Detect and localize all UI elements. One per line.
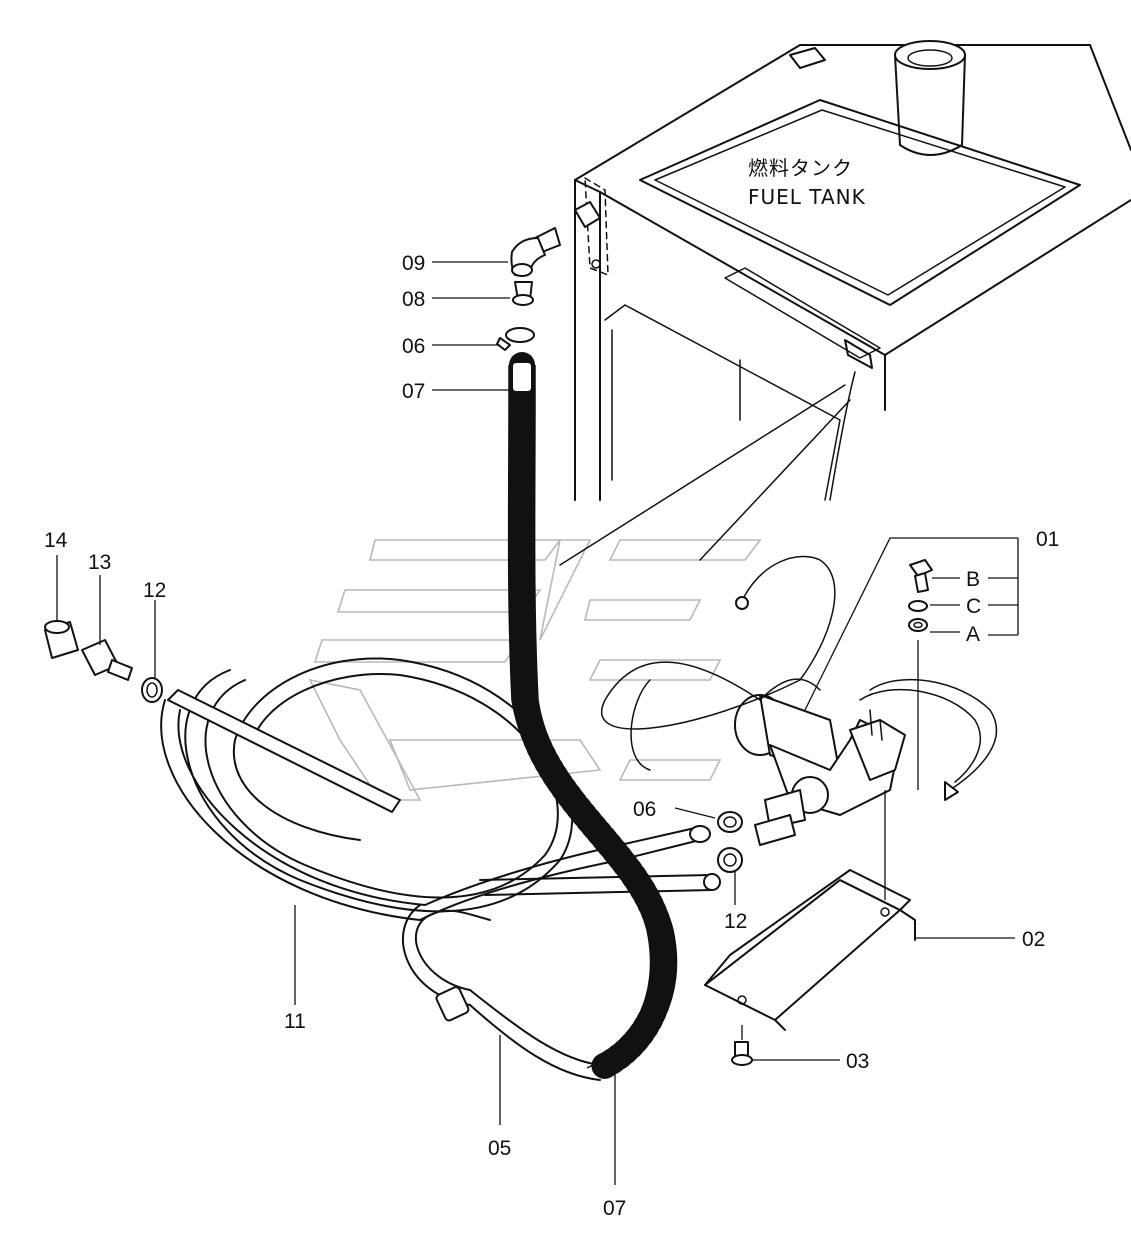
electrical-wires xyxy=(601,555,998,801)
coupler-part xyxy=(81,639,133,681)
bolt xyxy=(909,559,933,593)
fuel-tank: 燃料タンク FUEL TANK xyxy=(574,40,1131,501)
hose-clamp-top xyxy=(496,327,535,351)
callout-01: 01 xyxy=(1036,528,1059,551)
callout-05: 05 xyxy=(488,1137,511,1160)
mounting-bracket xyxy=(704,869,916,1031)
callout-09: 09 xyxy=(402,252,425,275)
tank-label-jp: 燃料タンク xyxy=(748,156,853,180)
callout-07-lower: 07 xyxy=(603,1197,626,1220)
flat-washer xyxy=(908,618,928,632)
tank-label-en: FUEL TANK xyxy=(748,185,866,209)
callout-12-lower: 12 xyxy=(724,910,747,933)
callout-12: 12 xyxy=(143,579,166,602)
callout-07: 07 xyxy=(402,380,425,403)
callout-06-lower: 06 xyxy=(633,798,656,821)
guide-line xyxy=(559,384,846,566)
spring-washer xyxy=(908,600,928,612)
hose-clamp-lower xyxy=(717,811,743,833)
hose-section xyxy=(402,904,601,1081)
guide-line xyxy=(699,399,851,561)
callout-02: 02 xyxy=(1022,928,1045,951)
callout-11: 11 xyxy=(284,1010,306,1033)
fuel-pump xyxy=(734,694,906,846)
clamp-left xyxy=(141,677,163,703)
callout-13: 13 xyxy=(88,551,111,574)
watermark-logo xyxy=(308,539,762,801)
hose-nipple xyxy=(512,281,534,306)
callout-06: 06 xyxy=(402,335,425,358)
corrugated-hose xyxy=(508,352,677,1081)
callout-03: 03 xyxy=(846,1050,869,1073)
elbow-fitting xyxy=(510,201,601,277)
hose-end-top xyxy=(511,361,533,393)
callout-14: 14 xyxy=(44,529,68,552)
clamp-lower xyxy=(717,847,743,873)
callout-C: C xyxy=(966,595,981,618)
callout-B: B xyxy=(966,568,980,591)
cap-part xyxy=(44,620,79,659)
bracket-bolt xyxy=(731,1041,753,1066)
callout-08: 08 xyxy=(402,288,425,311)
callout-labels: 09 08 06 07 14 13 12 01 B C A 06 12 02 0… xyxy=(44,252,1059,1220)
leader-lines xyxy=(56,261,1019,1185)
callout-A: A xyxy=(966,623,980,646)
